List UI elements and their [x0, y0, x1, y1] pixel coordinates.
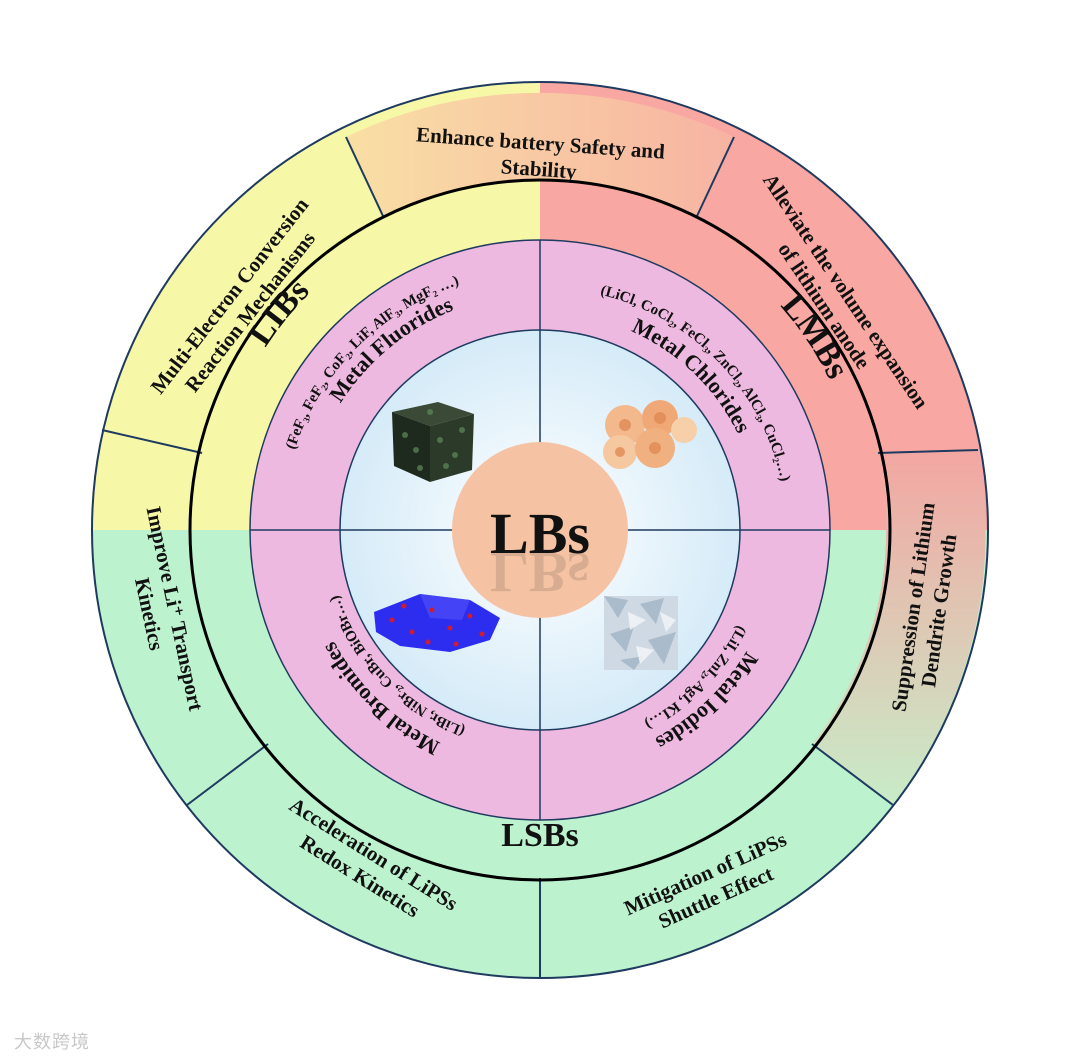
safety-line-2: Stability	[500, 154, 578, 183]
nanosheet-image	[374, 594, 500, 652]
porous-cube-image	[392, 402, 474, 482]
outer-sector-safety	[346, 92, 734, 216]
center-label: LBs	[490, 501, 590, 566]
center-label-reflection: LBs	[490, 540, 590, 605]
battery-ring-border	[188, 178, 892, 882]
lsbs-label: LSBs	[501, 817, 579, 854]
outer-sector-dendrite	[812, 450, 986, 805]
center-disk	[452, 442, 628, 618]
flower-clusters-image	[603, 400, 697, 469]
watermark: 大数跨境	[14, 1032, 90, 1053]
crystal-tile-image	[604, 596, 678, 670]
outer-dividers	[101, 136, 979, 978]
